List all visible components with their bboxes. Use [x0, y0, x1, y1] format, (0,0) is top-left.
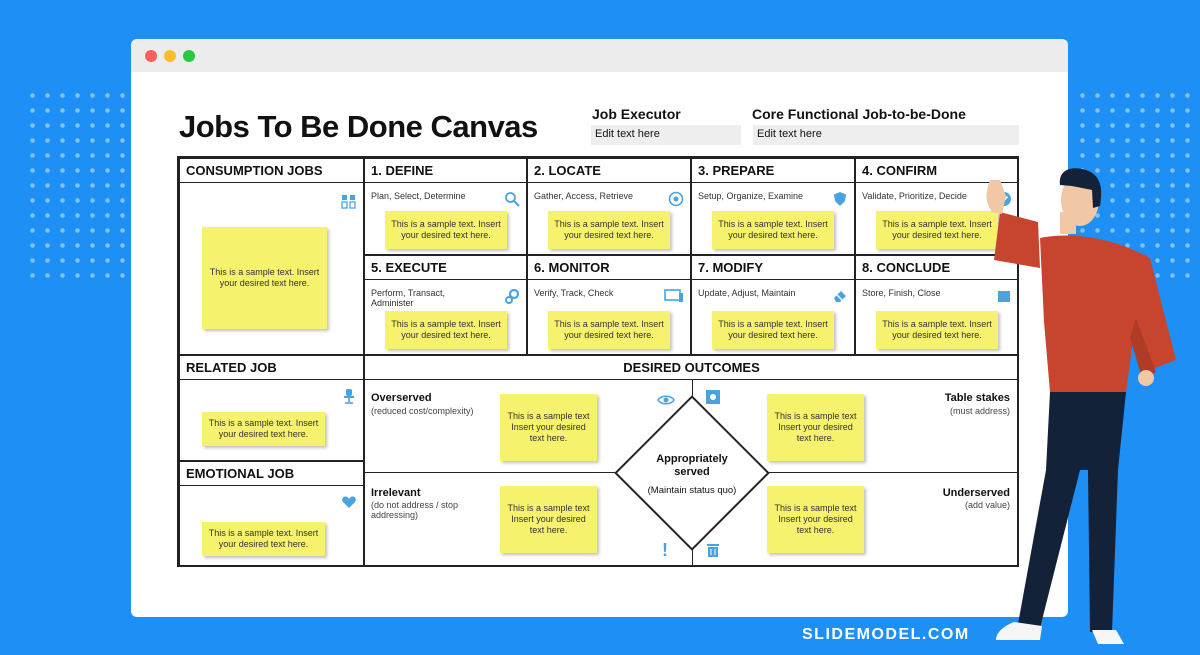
emotional-job-cell: EMOTIONAL JOB This is a sample text. Ins…	[179, 461, 364, 567]
dot-pattern-left	[25, 88, 135, 288]
eraser-icon	[834, 291, 846, 302]
sticky-note[interactable]: This is a sample text. Insert your desir…	[202, 412, 325, 446]
gears-icon	[505, 288, 520, 304]
sticky-note[interactable]: This is a sample text. Insert your desir…	[385, 211, 507, 249]
step-title: 5. EXECUTE	[365, 256, 526, 280]
underserved-subtitle: (add value)	[964, 500, 1010, 510]
step-confirm: 4. CONFIRM Validate, Prioritize, Decide …	[855, 158, 1019, 255]
step-locate: 2. LOCATE Gather, Access, Retrieve This …	[527, 158, 691, 255]
magnifier-icon	[505, 192, 520, 207]
canvas-grid: CONSUMPTION JOBS This is a sample text. …	[177, 156, 1019, 567]
irrelevant-subtitle: (do not address / stop addressing)	[371, 500, 459, 520]
step-title: 3. PREPARE	[692, 159, 854, 183]
trash-icon	[707, 544, 719, 557]
step-subtitle: Setup, Organize, Examine	[698, 191, 804, 201]
sticky-note[interactable]: This is a sample text. Insert your desir…	[876, 311, 998, 349]
desired-outcomes-cell: DESIRED OUTCOMES Overserved (reduced cos…	[364, 355, 1019, 567]
step-subtitle: Store, Finish, Close	[862, 288, 941, 298]
title-bar	[131, 39, 1068, 72]
step-prepare: 3. PREPARE Setup, Organize, Examine This…	[691, 158, 855, 255]
step-modify: 7. MODIFY Update, Adjust, Maintain This …	[691, 255, 855, 355]
step-monitor: 6. MONITOR Verify, Track, Check This is …	[527, 255, 691, 355]
people-icon	[341, 195, 356, 209]
archive-icon	[998, 291, 1010, 302]
step-subtitle: Perform, Transact, Administer	[371, 288, 446, 308]
monitor-icon	[664, 289, 683, 302]
eye-icon	[657, 395, 675, 405]
step-title: 8. CONCLUDE	[856, 256, 1018, 280]
core-job-field[interactable]: Edit text here	[753, 125, 1019, 145]
step-conclude: 8. CONCLUDE Store, Finish, Close This is…	[855, 255, 1019, 355]
sticky-note[interactable]: This is a sample text Insert your desire…	[767, 394, 864, 461]
irrelevant-title: Irrelevant	[371, 487, 421, 499]
browser-window: Jobs To Be Done Canvas Job Executor Edit…	[131, 39, 1068, 617]
step-title: 2. LOCATE	[528, 159, 690, 183]
step-subtitle: Plan, Select, Determine	[371, 191, 466, 201]
sticky-note[interactable]: This is a sample text Insert your desire…	[767, 486, 864, 553]
step-title: 4. CONFIRM	[856, 159, 1018, 183]
target-icon	[668, 191, 684, 207]
canvas-title: Jobs To Be Done Canvas	[179, 109, 538, 144]
overserved-title: Overserved	[371, 392, 432, 404]
maximize-button[interactable]	[183, 50, 195, 62]
consumption-jobs-title: CONSUMPTION JOBS	[180, 159, 363, 183]
chair-icon	[344, 389, 354, 404]
shield-icon	[834, 192, 846, 206]
step-define: 1. DEFINE Plan, Select, Determine This i…	[364, 158, 527, 255]
consumption-jobs-cell: CONSUMPTION JOBS This is a sample text. …	[179, 158, 364, 355]
appropriately-served-subtitle: (Maintain status quo)	[647, 485, 737, 496]
heart-icon	[342, 496, 356, 508]
appropriately-served-title: Appropriately served	[656, 453, 728, 478]
sticky-note[interactable]: This is a sample text. Insert your desir…	[712, 311, 834, 349]
safe-icon	[706, 390, 720, 404]
sticky-note[interactable]: This is a sample text. Insert your desir…	[548, 211, 670, 249]
sticky-note[interactable]: This is a sample text. Insert your desir…	[202, 522, 325, 556]
desired-outcomes-title: DESIRED OUTCOMES	[365, 356, 1018, 380]
table-stakes-title: Table stakes	[944, 392, 1010, 404]
sticky-note[interactable]: This is a sample text. Insert your desir…	[876, 211, 998, 249]
dot-pattern-right	[1075, 88, 1195, 288]
sticky-note[interactable]: This is a sample text. Insert your desir…	[712, 211, 834, 249]
step-subtitle: Verify, Track, Check	[534, 288, 614, 298]
step-subtitle: Gather, Access, Retrieve	[534, 191, 634, 201]
job-executor-field[interactable]: Edit text here	[591, 125, 741, 145]
underserved-title: Underserved	[942, 487, 1010, 499]
brand-watermark: SLIDEMODEL.COM	[802, 626, 970, 643]
step-subtitle: Validate, Prioritize, Decide	[862, 191, 967, 201]
table-stakes-subtitle: (must address)	[949, 406, 1010, 416]
related-job-cell: RELATED JOB This is a sample text. Inser…	[179, 355, 364, 461]
job-executor-label: Job Executor	[592, 106, 681, 122]
overserved-subtitle: (reduced cost/complexity)	[371, 406, 474, 416]
close-button[interactable]	[145, 50, 157, 62]
emotional-job-title: EMOTIONAL JOB	[180, 462, 363, 486]
step-subtitle: Update, Adjust, Maintain	[698, 288, 796, 298]
core-job-label: Core Functional Job-to-be-Done	[752, 106, 966, 122]
sticky-note[interactable]: This is a sample text. Insert your desir…	[202, 227, 327, 329]
sticky-note[interactable]: This is a sample text. Insert your desir…	[385, 311, 507, 349]
step-title: 7. MODIFY	[692, 256, 854, 280]
related-job-title: RELATED JOB	[180, 356, 363, 380]
minimize-button[interactable]	[164, 50, 176, 62]
sticky-note[interactable]: This is a sample text. Insert your desir…	[548, 311, 670, 349]
sticky-note[interactable]: This is a sample text Insert your desire…	[500, 486, 597, 553]
step-execute: 5. EXECUTE Perform, Transact, Administer…	[364, 255, 527, 355]
alert-icon: !	[662, 540, 668, 560]
check-icon	[997, 192, 1011, 206]
step-title: 1. DEFINE	[365, 159, 526, 183]
step-title: 6. MONITOR	[528, 256, 690, 280]
sticky-note[interactable]: This is a sample text Insert your desire…	[500, 394, 597, 461]
